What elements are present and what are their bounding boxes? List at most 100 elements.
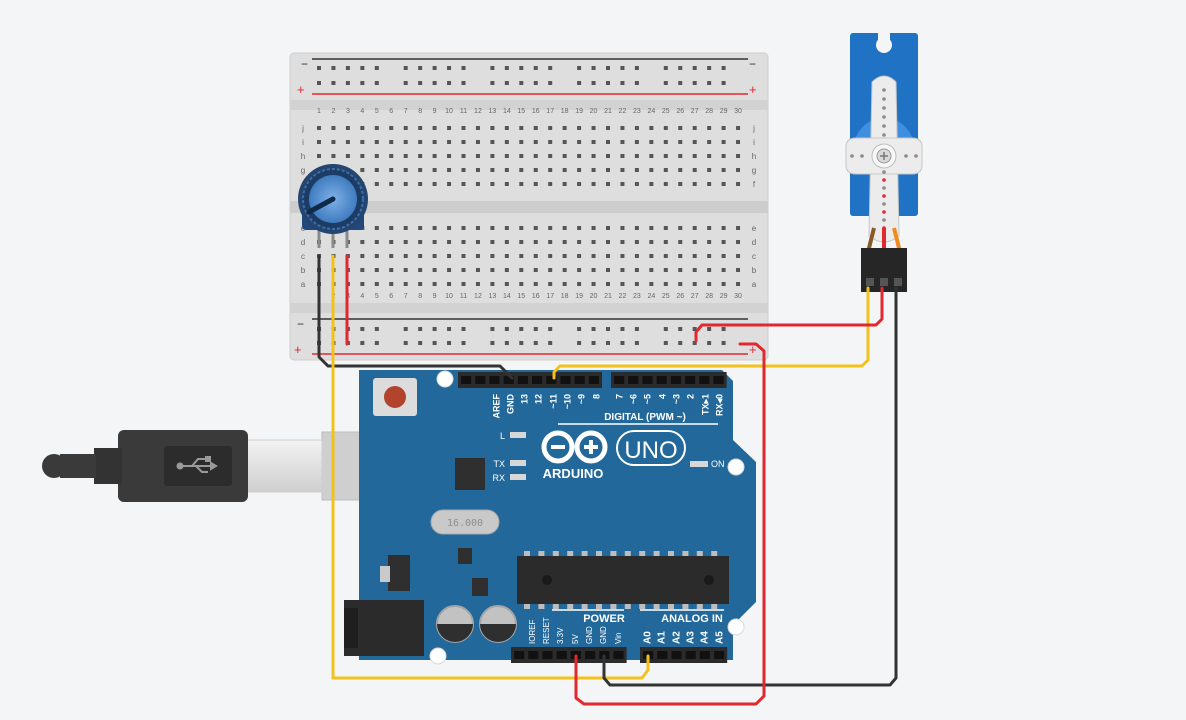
rail-hole[interactable] bbox=[317, 66, 321, 70]
rail-hole[interactable] bbox=[692, 66, 697, 70]
rail-hole[interactable] bbox=[707, 341, 712, 345]
breadboard-hole[interactable] bbox=[475, 240, 480, 244]
breadboard-hole[interactable] bbox=[432, 140, 437, 144]
header-socket[interactable] bbox=[699, 376, 710, 384]
breadboard-hole[interactable] bbox=[519, 240, 524, 244]
breadboard-hole[interactable] bbox=[663, 254, 668, 258]
breadboard-hole[interactable] bbox=[360, 168, 365, 172]
breadboard-hole[interactable] bbox=[345, 140, 350, 144]
breadboard-hole[interactable] bbox=[692, 182, 697, 186]
breadboard-hole[interactable] bbox=[678, 140, 683, 144]
rail-hole[interactable] bbox=[721, 327, 726, 331]
breadboard-hole[interactable] bbox=[360, 282, 365, 286]
breadboard-hole[interactable] bbox=[490, 226, 495, 230]
rail-hole[interactable] bbox=[490, 66, 495, 70]
header-socket[interactable] bbox=[714, 651, 725, 659]
breadboard-hole[interactable] bbox=[591, 126, 596, 130]
rail-hole[interactable] bbox=[504, 81, 509, 85]
breadboard-holes[interactable] bbox=[317, 66, 741, 345]
breadboard-hole[interactable] bbox=[736, 226, 741, 230]
breadboard-hole[interactable] bbox=[577, 154, 582, 158]
rail-hole[interactable] bbox=[345, 66, 350, 70]
breadboard-hole[interactable] bbox=[389, 226, 394, 230]
breadboard-hole[interactable] bbox=[577, 254, 582, 258]
header-socket[interactable] bbox=[528, 651, 539, 659]
rail-hole[interactable] bbox=[519, 66, 524, 70]
breadboard-hole[interactable] bbox=[591, 268, 596, 272]
breadboard-hole[interactable] bbox=[360, 154, 365, 158]
breadboard-hole[interactable] bbox=[548, 154, 553, 158]
header-socket[interactable] bbox=[642, 376, 653, 384]
breadboard-hole[interactable] bbox=[562, 182, 567, 186]
rail-hole[interactable] bbox=[678, 327, 683, 331]
breadboard-hole[interactable] bbox=[692, 254, 697, 258]
rail-hole[interactable] bbox=[432, 327, 437, 331]
rail-hole[interactable] bbox=[678, 81, 683, 85]
breadboard-hole[interactable] bbox=[432, 168, 437, 172]
breadboard-hole[interactable] bbox=[736, 240, 741, 244]
breadboard-hole[interactable] bbox=[591, 168, 596, 172]
breadboard-hole[interactable] bbox=[374, 182, 379, 186]
breadboard-hole[interactable] bbox=[418, 268, 423, 272]
breadboard-hole[interactable] bbox=[418, 182, 423, 186]
rail-hole[interactable] bbox=[490, 327, 495, 331]
breadboard-hole[interactable] bbox=[317, 126, 321, 130]
breadboard-hole[interactable] bbox=[634, 254, 639, 258]
breadboard-hole[interactable] bbox=[504, 282, 509, 286]
breadboard-hole[interactable] bbox=[533, 282, 538, 286]
header-socket[interactable] bbox=[461, 376, 472, 384]
breadboard-hole[interactable] bbox=[562, 254, 567, 258]
analog-header[interactable] bbox=[640, 647, 728, 663]
rail-hole[interactable] bbox=[403, 341, 408, 345]
breadboard-hole[interactable] bbox=[707, 182, 712, 186]
breadboard-hole[interactable] bbox=[475, 140, 480, 144]
breadboard-hole[interactable] bbox=[634, 168, 639, 172]
rail-hole[interactable] bbox=[721, 81, 726, 85]
breadboard-hole[interactable] bbox=[678, 154, 683, 158]
breadboard-hole[interactable] bbox=[721, 168, 726, 172]
breadboard-hole[interactable] bbox=[461, 168, 466, 172]
rail-hole[interactable] bbox=[577, 327, 582, 331]
breadboard-hole[interactable] bbox=[418, 168, 423, 172]
rail-hole[interactable] bbox=[721, 341, 726, 345]
breadboard-hole[interactable] bbox=[475, 226, 480, 230]
rail-hole[interactable] bbox=[548, 81, 553, 85]
breadboard-hole[interactable] bbox=[591, 240, 596, 244]
rail-hole[interactable] bbox=[533, 327, 538, 331]
breadboard-hole[interactable] bbox=[504, 140, 509, 144]
breadboard-hole[interactable] bbox=[721, 268, 726, 272]
breadboard-hole[interactable] bbox=[374, 282, 379, 286]
breadboard-hole[interactable] bbox=[678, 226, 683, 230]
rail-hole[interactable] bbox=[374, 66, 379, 70]
breadboard-hole[interactable] bbox=[736, 154, 741, 158]
breadboard-hole[interactable] bbox=[461, 254, 466, 258]
breadboard-hole[interactable] bbox=[620, 154, 625, 158]
breadboard-hole[interactable] bbox=[504, 126, 509, 130]
breadboard-hole[interactable] bbox=[707, 254, 712, 258]
breadboard-hole[interactable] bbox=[360, 140, 365, 144]
breadboard-hole[interactable] bbox=[649, 254, 654, 258]
rail-hole[interactable] bbox=[663, 81, 668, 85]
breadboard-hole[interactable] bbox=[389, 268, 394, 272]
rail-hole[interactable] bbox=[533, 341, 538, 345]
breadboard-hole[interactable] bbox=[721, 126, 726, 130]
breadboard-hole[interactable] bbox=[649, 140, 654, 144]
breadboard-hole[interactable] bbox=[692, 126, 697, 130]
wire-servo-signal-pin9[interactable] bbox=[552, 286, 870, 380]
breadboard-hole[interactable] bbox=[461, 226, 466, 230]
breadboard-hole[interactable] bbox=[432, 126, 437, 130]
micro-servo[interactable] bbox=[845, 33, 923, 292]
breadboard-hole[interactable] bbox=[403, 282, 408, 286]
rail-hole[interactable] bbox=[403, 327, 408, 331]
breadboard-hole[interactable] bbox=[490, 240, 495, 244]
breadboard-hole[interactable] bbox=[461, 140, 466, 144]
rail-hole[interactable] bbox=[678, 341, 683, 345]
breadboard-hole[interactable] bbox=[736, 254, 741, 258]
breadboard-hole[interactable] bbox=[692, 168, 697, 172]
rail-hole[interactable] bbox=[461, 81, 466, 85]
rail-hole[interactable] bbox=[504, 327, 509, 331]
breadboard-hole[interactable] bbox=[317, 140, 321, 144]
breadboard-hole[interactable] bbox=[475, 182, 480, 186]
breadboard-hole[interactable] bbox=[360, 254, 365, 258]
header-socket[interactable] bbox=[574, 376, 585, 384]
